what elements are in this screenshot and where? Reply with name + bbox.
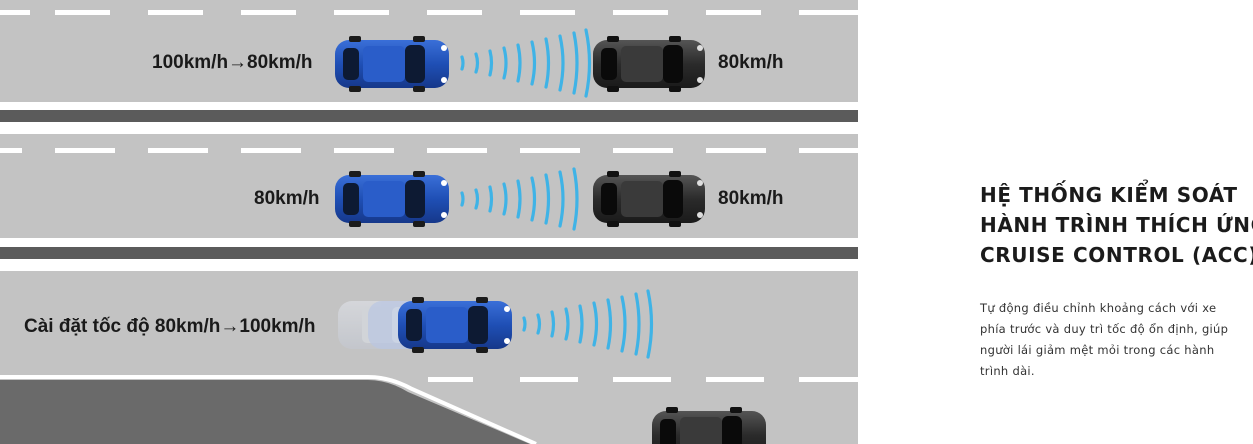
own-speed-label-3: Cài đặt tốc độ 80km/h→100km/h: [24, 316, 316, 337]
feature-description: Tự động điều chỉnh khoảng cách với xe ph…: [980, 301, 1229, 378]
merge-lane-edge: [0, 375, 537, 444]
own-speed-label-2: 80km/h: [254, 188, 320, 209]
lane-dashes-1: [0, 10, 858, 15]
radar-waves-scene-1: [460, 28, 592, 98]
lead-speed-label-1: 80km/h: [718, 52, 784, 73]
radar-waves-scene-3: [522, 289, 654, 359]
divider-2: [0, 247, 858, 259]
own-car-scene-3: [398, 297, 512, 353]
divider-1: [0, 110, 858, 122]
acc-illustration: 100km/h→80km/h 80km/h 80km/h 80km/h Cài …: [0, 0, 858, 444]
feature-title-line-1: HỆ THỐNG KIỂM SOÁT: [980, 183, 1238, 207]
own-car-scene-2: [335, 171, 449, 227]
feature-title: HỆ THỐNG KIỂM SOÁT HÀNH TRÌNH THÍCH ỨNG …: [980, 180, 1253, 270]
lead-car-scene-1: [593, 36, 705, 92]
lead-speed-label-2: 80km/h: [718, 188, 784, 209]
own-speed-label-1: 100km/h→80km/h: [152, 52, 313, 73]
feature-title-line-2: HÀNH TRÌNH THÍCH ỨNG: [980, 213, 1253, 237]
radar-waves-scene-2: [460, 167, 579, 231]
acc-info-panel: HỆ THỐNG KIỂM SOÁT HÀNH TRÌNH THÍCH ỨNG …: [980, 180, 1253, 382]
merging-car: [652, 407, 766, 444]
feature-title-line-3: CRUISE CONTROL (ACC): [980, 243, 1253, 267]
lane-dashes-2: [0, 148, 858, 153]
road-scene-canvas: [0, 0, 858, 444]
lane-dashes-3: [428, 377, 858, 382]
lead-car-scene-2: [593, 171, 705, 227]
own-car-scene-1: [335, 36, 449, 92]
merge-lane: [0, 380, 530, 444]
